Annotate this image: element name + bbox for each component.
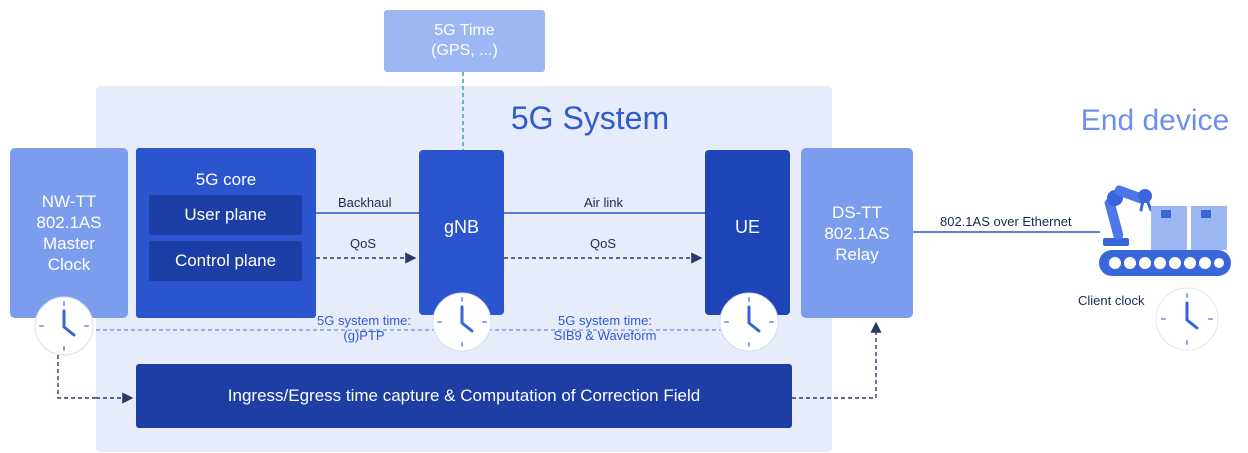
ds-tt-line3: Relay bbox=[835, 244, 879, 264]
ethernet-label: 802.1AS over Ethernet bbox=[940, 214, 1072, 229]
qos-right-label: QoS bbox=[590, 236, 617, 251]
core-title: 5G core bbox=[195, 170, 257, 189]
system-title: 5G System bbox=[510, 100, 670, 136]
time-source-line1: 5G Time bbox=[434, 22, 495, 39]
nw-tt-line4: Clock bbox=[47, 255, 91, 274]
client-clock-icon bbox=[1155, 287, 1219, 351]
ingress-box: Ingress/Egress time capture & Computatio… bbox=[136, 364, 792, 428]
ds-tt-line1: DS-TT bbox=[831, 202, 883, 222]
qos-left-label: QoS bbox=[350, 236, 377, 251]
nw-tt-box: NW-TT 802.1AS Master Clock bbox=[10, 148, 128, 318]
sib-sync-line2: SIB9 & Waveform bbox=[553, 328, 657, 343]
clock-icon bbox=[432, 292, 492, 352]
clock-icon bbox=[34, 296, 94, 356]
backhaul-label: Backhaul bbox=[338, 195, 392, 210]
ue-label: UE bbox=[734, 217, 760, 237]
ptp-sync-line1: 5G system time: bbox=[317, 313, 411, 328]
ingress-label: Ingress/Egress time capture & Computatio… bbox=[227, 386, 701, 405]
nw-tt-line3: Master bbox=[43, 234, 95, 253]
user-plane-box: User plane bbox=[149, 195, 302, 235]
control-plane-box: Control plane bbox=[149, 241, 302, 281]
air-link-label: Air link bbox=[584, 195, 624, 210]
ds-tt-line2: 802.1AS bbox=[824, 223, 890, 243]
sib-sync-label: 5G system time: SIB9 & Waveform bbox=[530, 313, 680, 343]
ptp-sync-line2: (g)PTP bbox=[343, 328, 385, 343]
clock-icon bbox=[719, 292, 779, 352]
client-clock-label: Client clock bbox=[1078, 293, 1145, 308]
robot-conveyor-icon bbox=[1099, 185, 1231, 276]
ds-tt-box: DS-TT 802.1AS Relay bbox=[801, 148, 913, 318]
end-device-title: End device bbox=[1080, 104, 1230, 137]
time-source-line2: (GPS, ...) bbox=[431, 42, 498, 59]
ptp-sync-label: 5G system time: (g)PTP bbox=[308, 313, 420, 343]
time-source-box: 5G Time (GPS, ...) bbox=[384, 10, 545, 72]
gnb-label: gNB bbox=[443, 217, 479, 237]
sib-sync-line1: 5G system time: bbox=[558, 313, 652, 328]
gnb-box: gNB bbox=[419, 150, 504, 315]
ue-box: UE bbox=[705, 150, 790, 315]
nw-tt-line2: 802.1AS bbox=[36, 213, 102, 232]
nw-tt-line1: NW-TT bbox=[41, 192, 97, 211]
